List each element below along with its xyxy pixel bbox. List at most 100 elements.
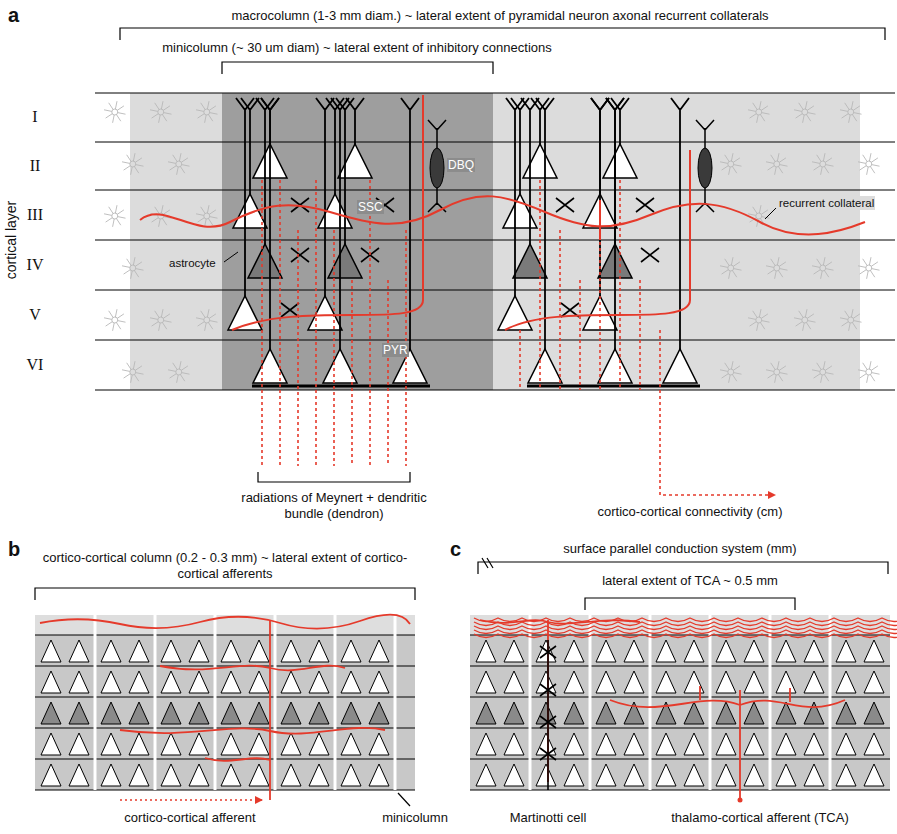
layer-numeral: I (32, 108, 37, 126)
minicolumn-divider (334, 615, 337, 790)
column-grid (35, 615, 897, 790)
minicolumn-divider (274, 615, 277, 790)
pyramidal-neuron (776, 733, 796, 755)
astrocyte-symbol (112, 213, 118, 219)
pyramidal-neuron (249, 640, 269, 662)
apical-dendrite (331, 98, 349, 349)
pyramidal-neuron (129, 640, 149, 662)
pyramidal-neuron (249, 764, 269, 786)
astrocyte-symbol (150, 309, 172, 331)
pyramidal-neuron (596, 764, 616, 786)
martinotti-cell (540, 640, 556, 790)
column-ground (470, 615, 890, 790)
pyramidal-neuron (189, 733, 209, 755)
pyramidal-neuron (804, 671, 824, 693)
astrocyte-symbol (756, 109, 762, 115)
pyramidal-neuron (598, 349, 632, 383)
pyramidal-neuron (716, 671, 736, 693)
pyramidal-neuron (101, 764, 121, 786)
pyramidal-neuron (189, 671, 209, 693)
radiations (262, 180, 775, 495)
basal-dendrite (252, 385, 700, 388)
pyramidal-neuron (161, 733, 181, 755)
pyramidal-neuron (504, 702, 524, 724)
pyramidal-neuron (341, 671, 361, 693)
pyramidal-neuron (744, 640, 764, 662)
minicolumn-divider (154, 615, 157, 790)
pyramidal-neuron (341, 640, 361, 662)
astrocyte-symbol (756, 317, 762, 323)
pyramidal-neuron (536, 764, 556, 786)
pyramidal-neuron (744, 702, 764, 724)
pyramidal-neuron (101, 733, 121, 755)
pyramidal-neuron (656, 764, 676, 786)
pyramidal-neuron (663, 349, 697, 383)
astrocyte-symbol (728, 161, 734, 167)
pyramidal-neuron (744, 733, 764, 755)
layer-numeral: IV (27, 256, 44, 274)
pyramidal-neuron (308, 296, 342, 330)
pyramidal-neuron (369, 640, 389, 662)
pyramidal-neuron (536, 671, 556, 693)
pyramidal-neuron (596, 733, 616, 755)
minicolumn-divider (769, 615, 772, 790)
pyramidal-neuron (249, 702, 269, 724)
pyramidal-neuron (41, 671, 61, 693)
surface-fiber (474, 634, 897, 638)
pyramidal-neuron (101, 671, 121, 693)
astrocyte-symbol (104, 309, 126, 331)
pyramidal-neuron (69, 702, 89, 724)
apical-dendrite (316, 98, 334, 296)
astrocyte-symbol (812, 257, 834, 279)
afferents (40, 615, 845, 800)
bracket-label: radiations of Meynert + dendritic bundle… (239, 490, 429, 522)
leader-line (765, 208, 776, 219)
astrocyte-symbol (774, 161, 780, 167)
tca-end (738, 798, 743, 803)
pyramidal-neuron (129, 733, 149, 755)
pyramidal-neuron (476, 733, 496, 755)
callout-label: thalamo-cortical afferent (TCA) (671, 810, 849, 826)
apical-dendrite (521, 98, 539, 244)
minicolumn-divider (394, 615, 397, 790)
astrocyte-symbol (794, 309, 816, 331)
pyramidal-neuron (804, 702, 824, 724)
apical-dendrite (326, 98, 344, 194)
pyramidal-neuron (804, 640, 824, 662)
layer-line (35, 790, 415, 791)
bracket-label: macrocolumn (1-3 mm diam.) ~ lateral ext… (231, 8, 768, 24)
astrocyte-symbol (158, 109, 164, 115)
astrocyte-symbol (866, 161, 872, 167)
layer-line (470, 790, 890, 791)
astrocyte-symbol (168, 153, 190, 175)
astrocyte-symbol (766, 257, 788, 279)
astrocyte-symbol (748, 101, 770, 123)
pyramidal-neuron (684, 733, 704, 755)
pyramidal-neuron (101, 640, 121, 662)
pyramidal-neuron (41, 764, 61, 786)
layer-one (35, 615, 415, 635)
layer-numeral: III (27, 206, 43, 224)
layer-lines (95, 93, 895, 390)
pyramidal-neuron (504, 733, 524, 755)
pyramidal-neuron (836, 764, 856, 786)
callout-label: recurrent collateral (778, 196, 875, 210)
pyramidal-neuron (221, 671, 241, 693)
astrocyte-symbol (848, 317, 854, 323)
pyramidal-neuron (129, 702, 149, 724)
astrocyte-symbol (774, 369, 780, 375)
pyramidal-neuron (309, 702, 329, 724)
pyramidal-neuron (864, 702, 884, 724)
pyramidal-neuron (309, 733, 329, 755)
basal-dendrite (556, 198, 574, 212)
surface-fiber (474, 622, 897, 626)
pyramidal-neuron (309, 671, 329, 693)
astrocyte-symbol (196, 309, 218, 331)
astrocyte-symbol (720, 257, 742, 279)
axons (140, 95, 865, 330)
apical-dendrite (506, 98, 524, 296)
pyramidal-neuron (281, 733, 301, 755)
astrocyte-symbol (728, 369, 734, 375)
basal-dendrite (636, 198, 654, 212)
